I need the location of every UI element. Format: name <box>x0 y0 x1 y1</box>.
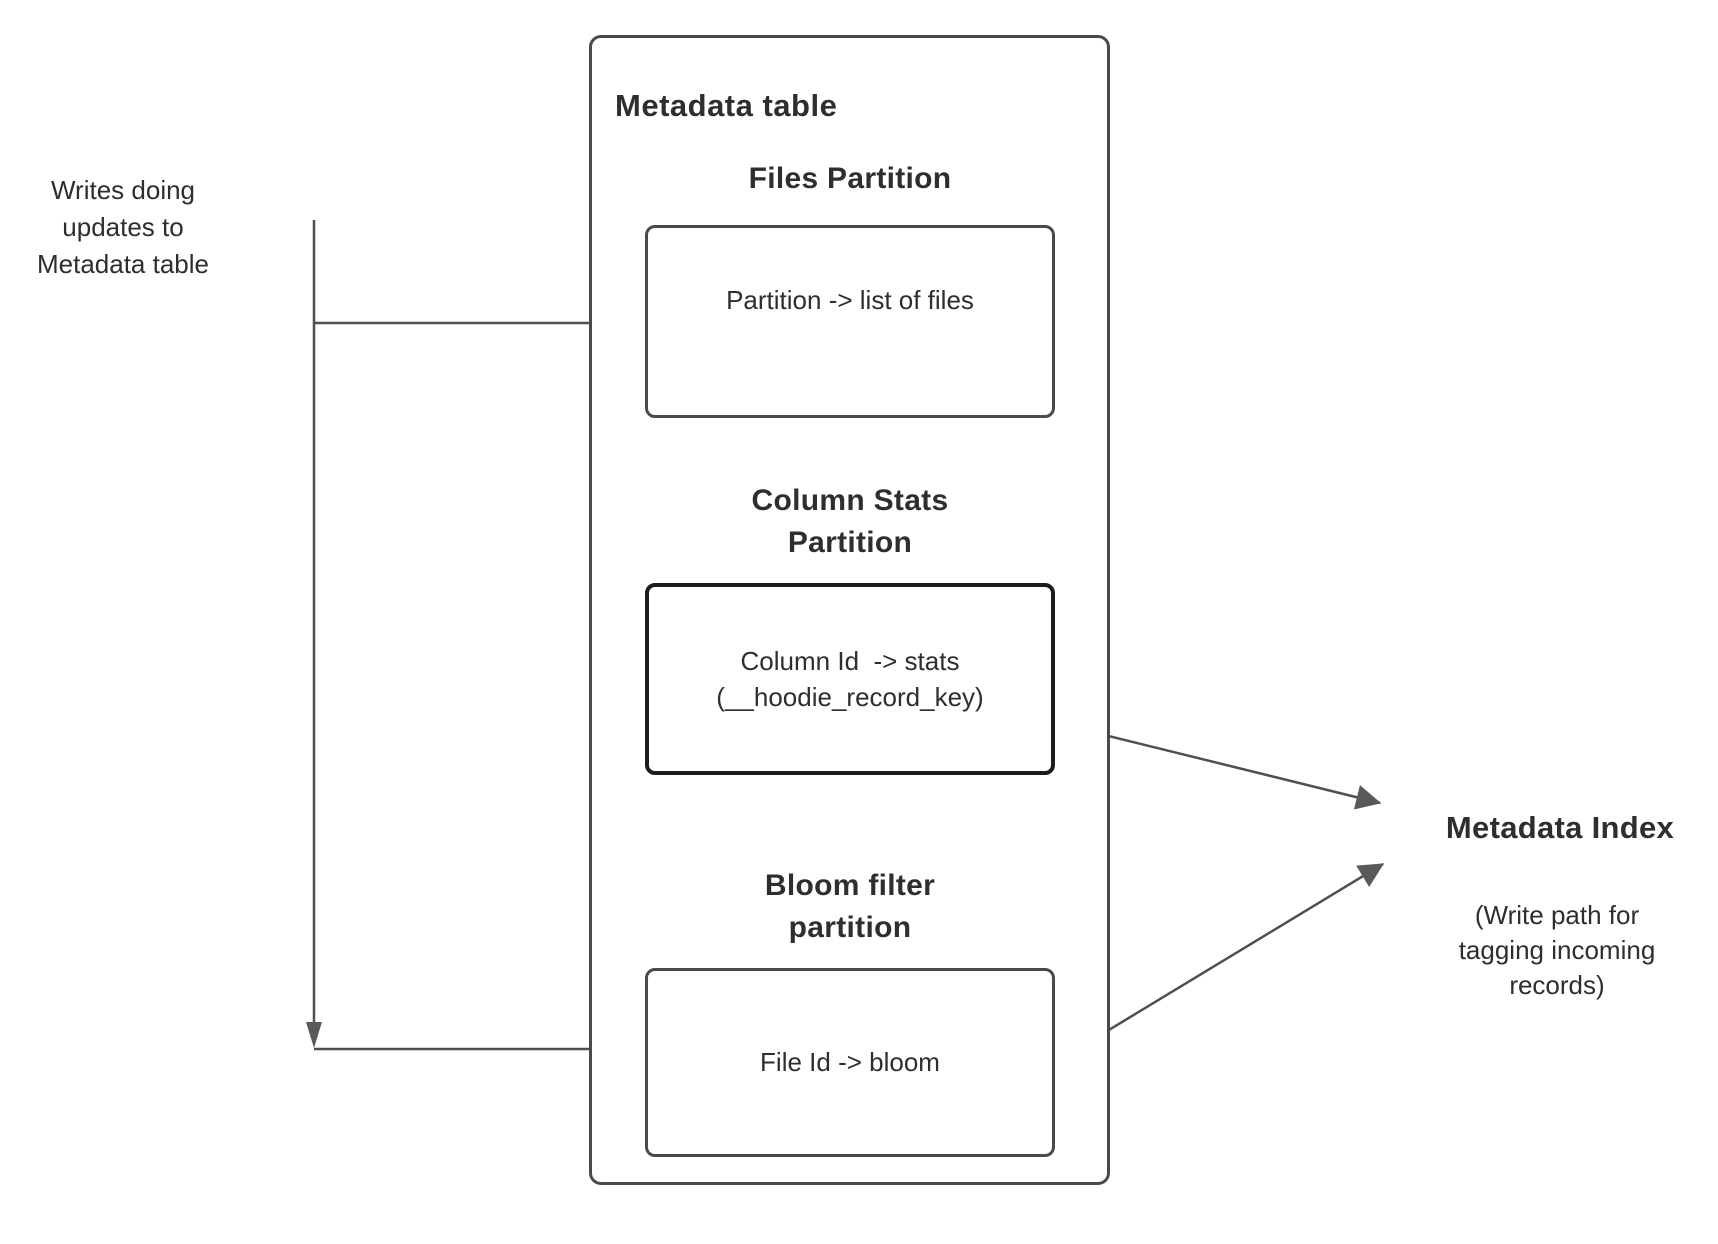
column-stats-partition-heading: Column Stats Partition <box>751 484 949 559</box>
column-stats-content-line2: (__hoodie_record_key) <box>716 682 984 712</box>
files-partition-content: Partition -> list of files <box>726 285 974 315</box>
bloom-filter-partition-heading: Bloom filter partition <box>764 869 936 944</box>
files-partition-box: Partition -> list of files <box>645 225 1055 418</box>
metadata-index-subtitle: (Write path for tagging incoming records… <box>1458 900 1656 1000</box>
column-stats-partition-box: Column Id -> stats (__hoodie_record_key) <box>645 583 1055 775</box>
bloom-filter-content: File Id -> bloom <box>760 1047 940 1077</box>
bloom-filter-partition-box: File Id -> bloom <box>645 968 1055 1157</box>
files-partition-heading: Files Partition <box>748 162 952 195</box>
column-stats-content-line1: Column Id -> stats <box>740 646 960 676</box>
writes-down-arrowhead-icon <box>306 1022 322 1048</box>
metadata-index-title: Metadata Index <box>1445 810 1675 845</box>
writes-annotation: Writes doing updates to Metadata table <box>36 175 209 279</box>
metadata-table-title: Metadata table <box>615 88 838 123</box>
